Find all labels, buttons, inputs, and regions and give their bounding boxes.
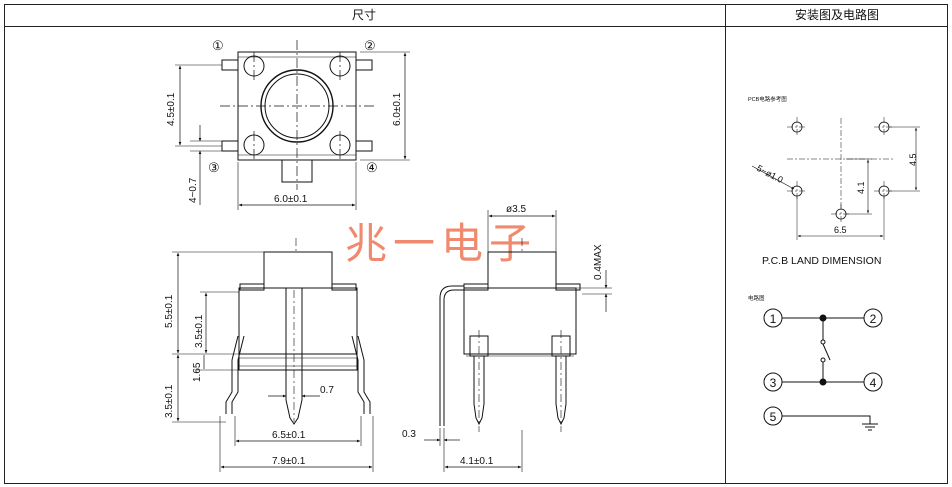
circuit-pin-3: 3 xyxy=(770,376,777,390)
circuit-title-small: 电路图 xyxy=(748,294,765,302)
dim-front-0-7: 0.7 xyxy=(320,385,334,396)
circuit-pin-2: 2 xyxy=(870,312,877,326)
dim-side-4-1: 4.1±0.1 xyxy=(460,456,494,467)
top-pin-1-label: ① xyxy=(212,38,224,53)
top-pin-3-label: ③ xyxy=(208,160,220,175)
circuit-diagram xyxy=(763,308,883,431)
pcb-dim-4-5: 4.5 xyxy=(908,153,918,166)
pcb-land-diagram xyxy=(751,117,920,240)
pcb-caption: P.C.B LAND DIMENSION xyxy=(762,255,881,267)
circuit-pin-4: 4 xyxy=(870,376,877,390)
top-view xyxy=(175,40,410,210)
circuit-pin-1: 1 xyxy=(770,312,777,326)
front-view xyxy=(172,238,374,472)
dim-top-height-6-0: 6.0±0.1 xyxy=(392,92,403,126)
circuit-pin-5: 5 xyxy=(770,410,777,424)
dim-front-7-9: 7.9±0.1 xyxy=(272,456,306,467)
pcb-dim-4-1: 4.1 xyxy=(856,181,866,194)
dim-front-6-5: 6.5±0.1 xyxy=(272,430,306,441)
dim-side-0-4-max: 0.4MAX xyxy=(593,244,604,280)
side-view xyxy=(424,210,612,472)
table-frame xyxy=(4,4,948,484)
dim-top-width-6-0: 6.0±0.1 xyxy=(274,194,308,205)
header-installation-circuit: 安装图及电路图 xyxy=(794,8,879,22)
dim-front-1-65: 1.65 xyxy=(192,362,203,382)
dim-front-3-5-lower: 3.5±0.1 xyxy=(164,384,175,418)
dim-side-diameter-3-5: ø3.5 xyxy=(506,204,526,215)
dim-top-height-4-5: 4.5±0.1 xyxy=(166,92,177,126)
watermark-text: 兆一电子 xyxy=(345,219,537,268)
top-pin-4-label: ④ xyxy=(366,160,378,175)
dim-front-3-5-upper: 3.5±0.1 xyxy=(194,314,205,348)
top-pin-2-label: ② xyxy=(364,38,376,53)
pcb-dim-6-5: 6.5 xyxy=(834,225,847,235)
pcb-title-small: PCB电路参考图 xyxy=(748,95,787,103)
dim-top-lead-4-0-7: 4~0.7 xyxy=(188,177,199,203)
dim-side-0-3: 0.3 xyxy=(402,429,416,440)
dim-front-5-5: 5.5±0.1 xyxy=(164,294,175,328)
pcb-dim-hole-diameter: 5−ø1.0 xyxy=(755,163,785,185)
header-dimensions: 尺寸 xyxy=(351,8,376,22)
